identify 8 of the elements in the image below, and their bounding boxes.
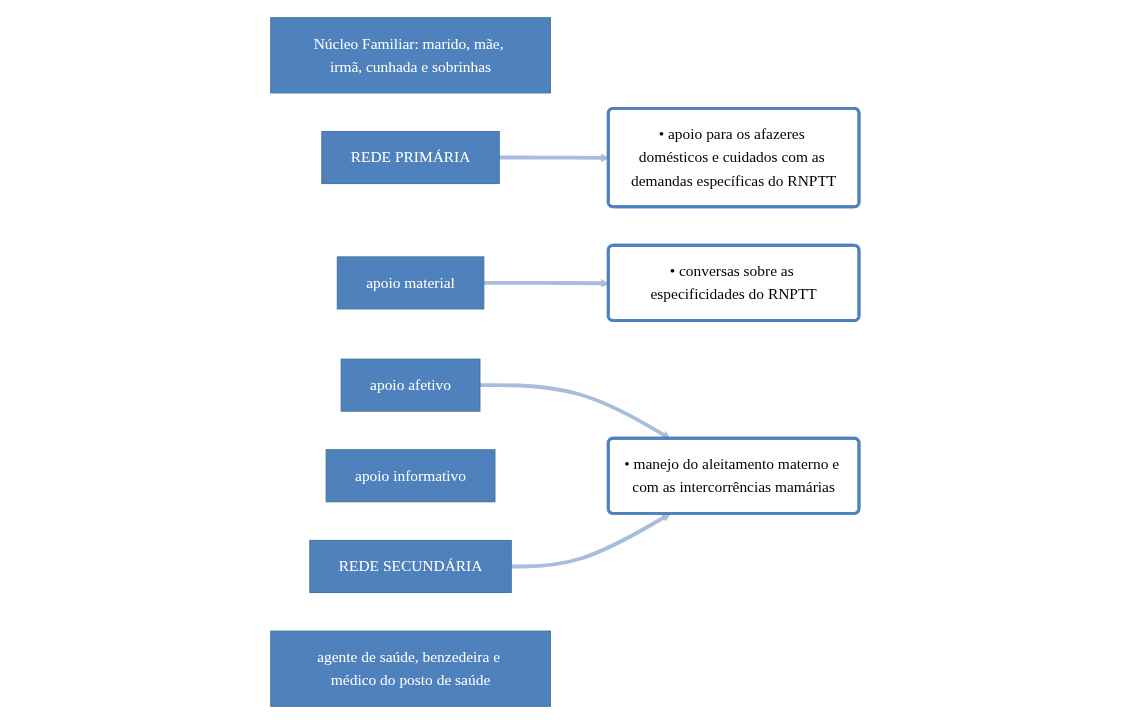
arrow (510, 513, 671, 569)
node-box: REDE PRIMÁRIA (320, 131, 500, 185)
node-box: Núcleo Familiar: marido, mãe, irmã, cunhada e sobrinhas (269, 17, 551, 94)
node-box: apoio afetivo (340, 358, 481, 412)
node-box: apoio material (336, 256, 484, 310)
node-box: agente de saúde, benzedeira e médico do posto de saúde (269, 630, 551, 707)
node-box: REDE SECUNDÁRIA (309, 539, 512, 593)
node-box: apoio informativo (325, 449, 496, 503)
